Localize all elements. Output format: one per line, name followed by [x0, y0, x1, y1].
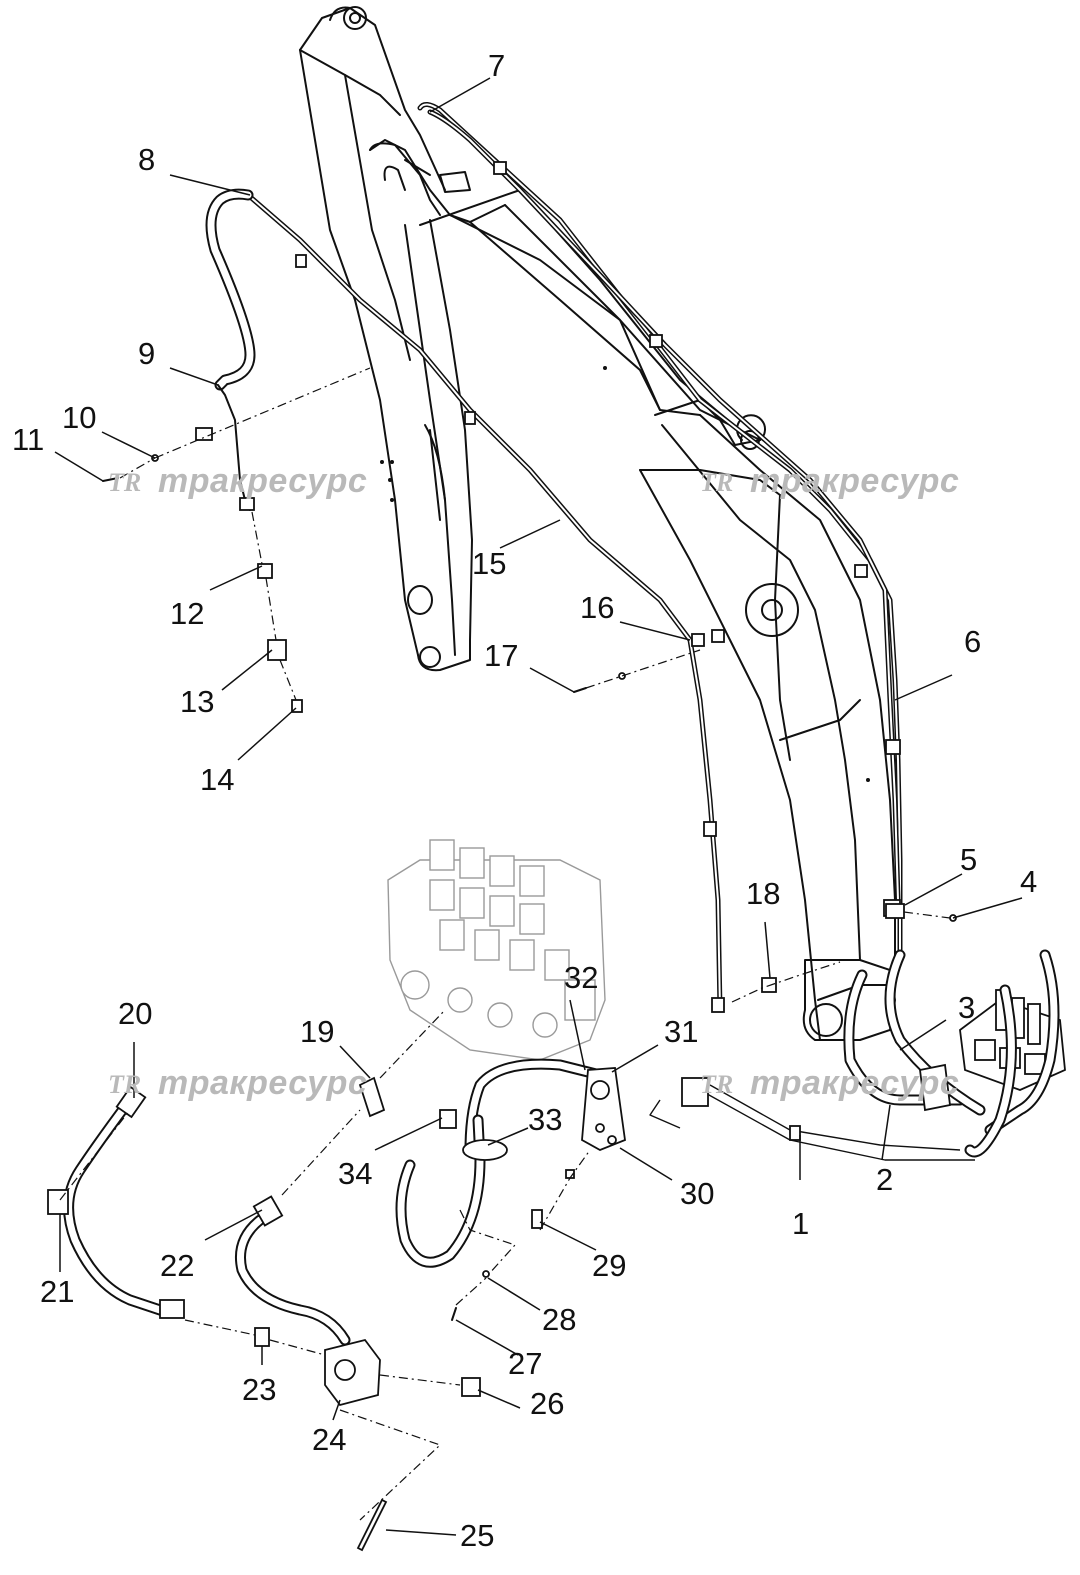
watermark-text-2: тракресурс: [750, 462, 960, 500]
watermark-logo-2: TR: [700, 468, 734, 497]
callout-13: 13: [180, 684, 215, 719]
watermark-logo-3: TR: [108, 1070, 142, 1099]
callout-3: 3: [958, 990, 976, 1025]
watermark-text-4: тракресурс: [750, 1064, 960, 1102]
callout-17: 17: [484, 638, 519, 673]
callout-5: 5: [960, 842, 978, 877]
boom-arm: [299, 6, 896, 1041]
callout-12: 12: [170, 596, 205, 631]
callout-15: 15: [472, 546, 507, 581]
left-bracket-assembly: [102, 367, 371, 713]
watermark-text-1: тракресурс: [158, 462, 368, 500]
callout-16: 16: [580, 590, 615, 625]
callout-18: 18: [746, 876, 781, 911]
callout-9: 9: [138, 336, 156, 371]
callout-28: 28: [542, 1302, 577, 1337]
boom-tubes: [245, 102, 903, 1013]
callout-22: 22: [160, 1248, 195, 1283]
callout-4: 4: [1020, 864, 1038, 899]
leader-lines: [54, 77, 1023, 1536]
callout-19: 19: [300, 1014, 335, 1049]
callout-11: 11: [12, 422, 45, 457]
callout-26: 26: [530, 1386, 565, 1421]
callout-30: 30: [680, 1176, 715, 1211]
callout-21: 21: [40, 1274, 75, 1309]
control-valve-ghost: [387, 839, 606, 1061]
callout-1: 1: [792, 1206, 810, 1241]
callout-7: 7: [488, 48, 506, 83]
callout-29: 29: [592, 1248, 627, 1283]
callout-14: 14: [200, 762, 235, 797]
watermark-text-3: тракресурс: [158, 1064, 368, 1102]
callout-25: 25: [460, 1518, 495, 1553]
callout-8: 8: [138, 142, 156, 177]
callout-32: 32: [564, 960, 599, 995]
watermark-logo-4: TR: [700, 1070, 734, 1099]
callout-23: 23: [242, 1372, 277, 1407]
callout-34: 34: [338, 1156, 373, 1191]
callout-24: 24: [312, 1422, 347, 1457]
callout-27: 27: [508, 1346, 543, 1381]
watermark-logo-1: TR: [108, 468, 142, 497]
callout-10: 10: [62, 400, 97, 435]
callout-2: 2: [876, 1162, 894, 1197]
callout-31: 31: [664, 1014, 699, 1049]
callout-6: 6: [964, 624, 982, 659]
callout-33: 33: [528, 1102, 563, 1137]
callout-20: 20: [118, 996, 153, 1031]
